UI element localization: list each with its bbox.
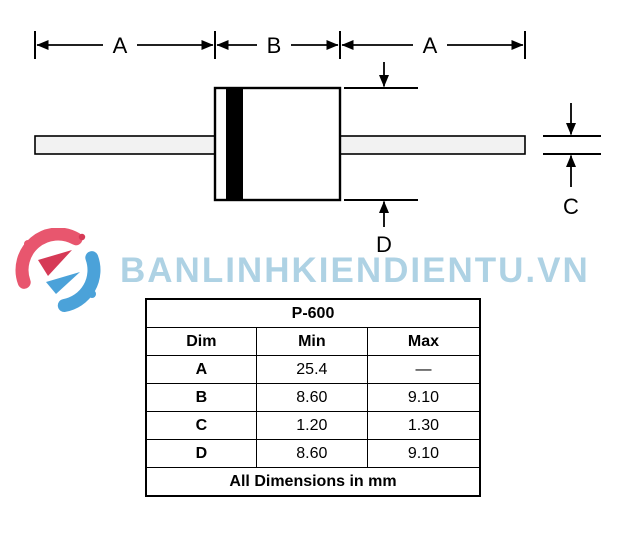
- lead-right: [339, 135, 526, 155]
- cathode-band: [226, 89, 243, 199]
- dimensions-table: P-600 Dim Min Max A 25.4 — B 8.60 9.10: [145, 298, 481, 497]
- row-c-dim: C: [145, 411, 257, 440]
- table-title: P-600: [145, 298, 481, 328]
- dim-label-a-right: A: [423, 33, 438, 58]
- dim-label-d: D: [376, 232, 392, 257]
- row-a-min: 25.4: [255, 355, 368, 384]
- label-bg-a-right: [413, 31, 447, 59]
- row-b-max: 9.10: [366, 383, 481, 412]
- logo-node-darkred: [78, 233, 86, 241]
- row-b-dim: B: [145, 383, 257, 412]
- row-a-dim: A: [145, 355, 257, 384]
- dim-label-b: B: [267, 33, 282, 58]
- label-bg-a-left: [103, 31, 137, 59]
- package-drawing: A B A D C: [34, 31, 601, 257]
- table-row-d: D 8.60 9.10: [145, 439, 481, 468]
- watermark-text: BANLINHKIENDIENTU.VN: [120, 250, 590, 290]
- logo-arc-red: [15, 228, 83, 289]
- row-c-max: 1.30: [366, 411, 481, 440]
- lead-left: [34, 135, 216, 155]
- watermark: BANLINHKIENDIENTU.VN: [8, 228, 590, 313]
- col-header-dim: Dim: [145, 327, 257, 356]
- logo-slash-blue: [46, 272, 80, 294]
- row-b-min: 8.60: [255, 383, 368, 412]
- table-row-b: B 8.60 9.10: [145, 383, 481, 412]
- logo-slash-red: [38, 250, 72, 276]
- table-footer-row: All Dimensions in mm: [145, 467, 481, 497]
- dim-label-c: C: [563, 194, 579, 219]
- row-d-dim: D: [145, 439, 257, 468]
- row-d-max: 9.10: [366, 439, 481, 468]
- label-bg-b: [257, 31, 291, 59]
- brand-logo-icon: [15, 228, 101, 312]
- row-a-max: —: [366, 355, 481, 384]
- dim-label-a-left: A: [113, 33, 128, 58]
- logo-node-red: [24, 240, 32, 248]
- logo-node-blue: [88, 290, 96, 298]
- table-footer: All Dimensions in mm: [145, 467, 481, 497]
- table-header-row: Dim Min Max: [145, 327, 481, 356]
- logo-arc-blue: [57, 251, 101, 312]
- table-row-a: A 25.4 —: [145, 355, 481, 384]
- row-d-min: 8.60: [255, 439, 368, 468]
- table-title-row: P-600: [145, 298, 481, 328]
- col-header-max: Max: [366, 327, 481, 356]
- col-header-min: Min: [255, 327, 368, 356]
- row-c-min: 1.20: [255, 411, 368, 440]
- table-row-c: C 1.20 1.30: [145, 411, 481, 440]
